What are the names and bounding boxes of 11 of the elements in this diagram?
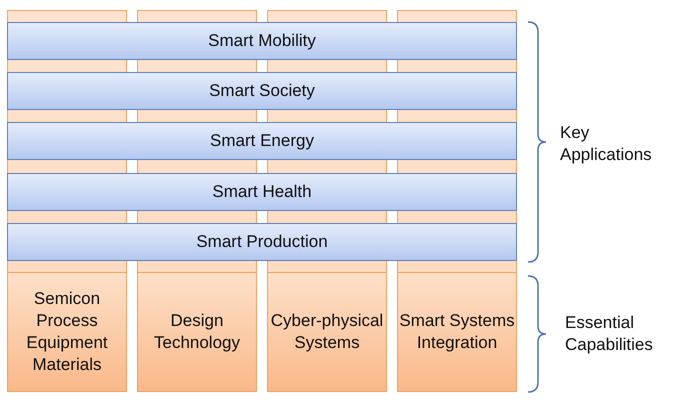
application-bar: Smart Mobility xyxy=(7,22,517,60)
section-label: Essential Capabilities xyxy=(565,312,654,356)
column-label: Semicon Process Equipment Materials xyxy=(25,288,109,376)
application-bar: Smart Production xyxy=(7,223,517,261)
application-bar: Smart Energy xyxy=(7,122,517,160)
application-bar: Smart Health xyxy=(7,173,517,211)
section-label: Key Applications xyxy=(560,122,653,166)
column-label: Smart Systems Integration xyxy=(398,310,516,354)
application-bar: Smart Society xyxy=(7,72,517,110)
column-label: Design Technology xyxy=(152,310,241,354)
column-label: Cyber-physical Systems xyxy=(270,310,384,354)
